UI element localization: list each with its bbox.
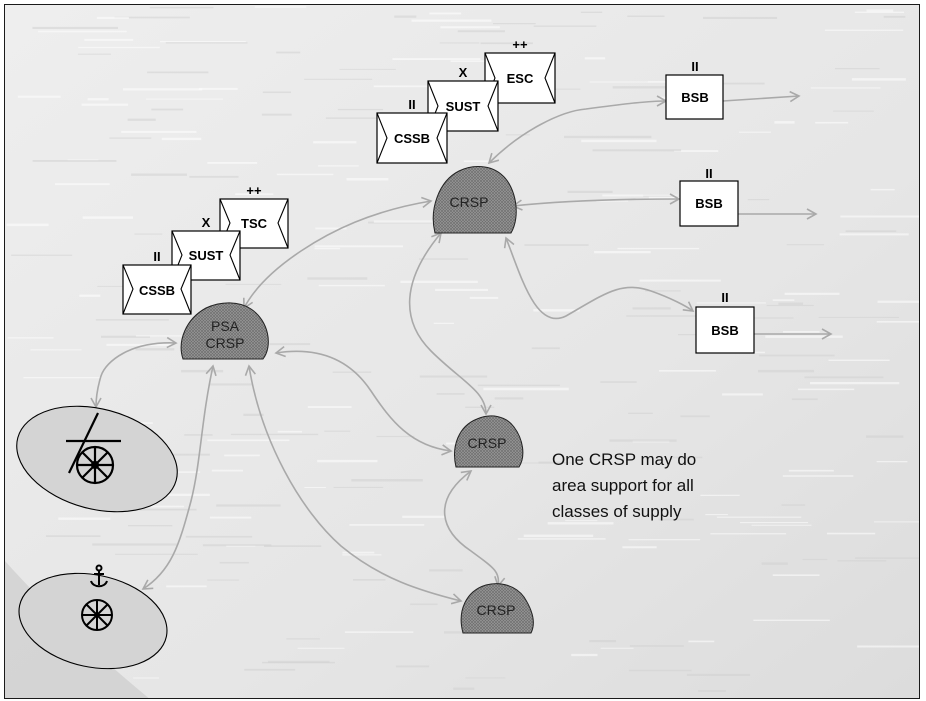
cssb-unit-left[interactable]: CSSB	[122, 264, 192, 315]
cssb-unit-top[interactable]: CSSB	[376, 112, 448, 164]
esc-echelon: ++	[512, 37, 528, 52]
top-unit-stack: ESC ++ SUST X CSSB II	[376, 37, 556, 164]
tsc-echelon: ++	[246, 183, 262, 198]
wheeled-transport-icon	[66, 412, 121, 485]
bsb-unit-2[interactable]: II BSB	[679, 166, 739, 227]
support-ellipse-2[interactable]	[10, 560, 176, 681]
support-diagram: ESC ++ SUST X CSSB II	[5, 5, 919, 698]
cssb-label-left: CSSB	[139, 283, 175, 298]
note-line-1: One CRSP may do	[552, 450, 696, 469]
sust-label-left: SUST	[189, 248, 224, 263]
tsc-label: TSC	[241, 216, 268, 231]
bsb-unit-1[interactable]: II BSB	[665, 59, 724, 120]
crsp-node-top[interactable]: CRSP	[432, 166, 517, 234]
sust-echelon-top: X	[459, 65, 468, 80]
sust-label-top: SUST	[446, 99, 481, 114]
cssb-echelon-top: II	[408, 97, 415, 112]
crsp-node-bottom[interactable]: CRSP	[460, 583, 534, 634]
bsb-label-2: BSB	[695, 196, 722, 211]
cssb-echelon-left: II	[153, 249, 160, 264]
slide-frame: ESC ++ SUST X CSSB II	[4, 4, 920, 699]
connector-psa-ellipse1	[90, 336, 178, 409]
esc-label: ESC	[507, 71, 534, 86]
bsb-echelon-3: II	[721, 290, 728, 305]
sust-unit-top[interactable]: SUST	[427, 80, 499, 132]
connector-crsp-bsb3	[503, 236, 695, 320]
cssb-label-top: CSSB	[394, 131, 430, 146]
support-ellipse-1[interactable]	[5, 389, 189, 528]
bsb-label-3: BSB	[711, 323, 738, 338]
connector-crsp-psa	[242, 196, 433, 310]
crsp-middle-label: CRSP	[468, 435, 507, 451]
crsp-node-middle[interactable]: CRSP	[454, 415, 524, 468]
crsp-bottom-label: CRSP	[477, 602, 516, 618]
psa-crsp-line2: CRSP	[206, 335, 245, 351]
bsb-label-1: BSB	[681, 90, 708, 105]
note-line-2: area support for all	[552, 476, 694, 495]
anchor-wheel-icon	[81, 564, 113, 631]
connector-psa-bottom	[244, 364, 463, 605]
bsb-echelon-1: II	[691, 59, 698, 74]
connector-crsp-bsb1	[487, 95, 668, 165]
connector-psa-ellipse2	[141, 364, 217, 590]
note-text: One CRSP may do area support for all cla…	[552, 450, 696, 521]
connector-bsb1-out	[722, 90, 801, 103]
sust-echelon-left: X	[202, 215, 211, 230]
bsb-unit-3[interactable]: II BSB	[695, 290, 755, 354]
crsp-node-psa[interactable]: PSA CRSP	[180, 302, 269, 360]
bsb-echelon-2: II	[705, 166, 712, 181]
connectors	[90, 90, 833, 605]
corner-shade	[5, 561, 149, 698]
crsp-top-label: CRSP	[450, 194, 489, 210]
left-unit-stack: TSC ++ SUST X CSSB II	[122, 183, 289, 315]
connector-crsp-bsb2	[511, 193, 681, 211]
note-line-3: classes of supply	[552, 502, 682, 521]
psa-crsp-line1: PSA	[211, 318, 240, 334]
